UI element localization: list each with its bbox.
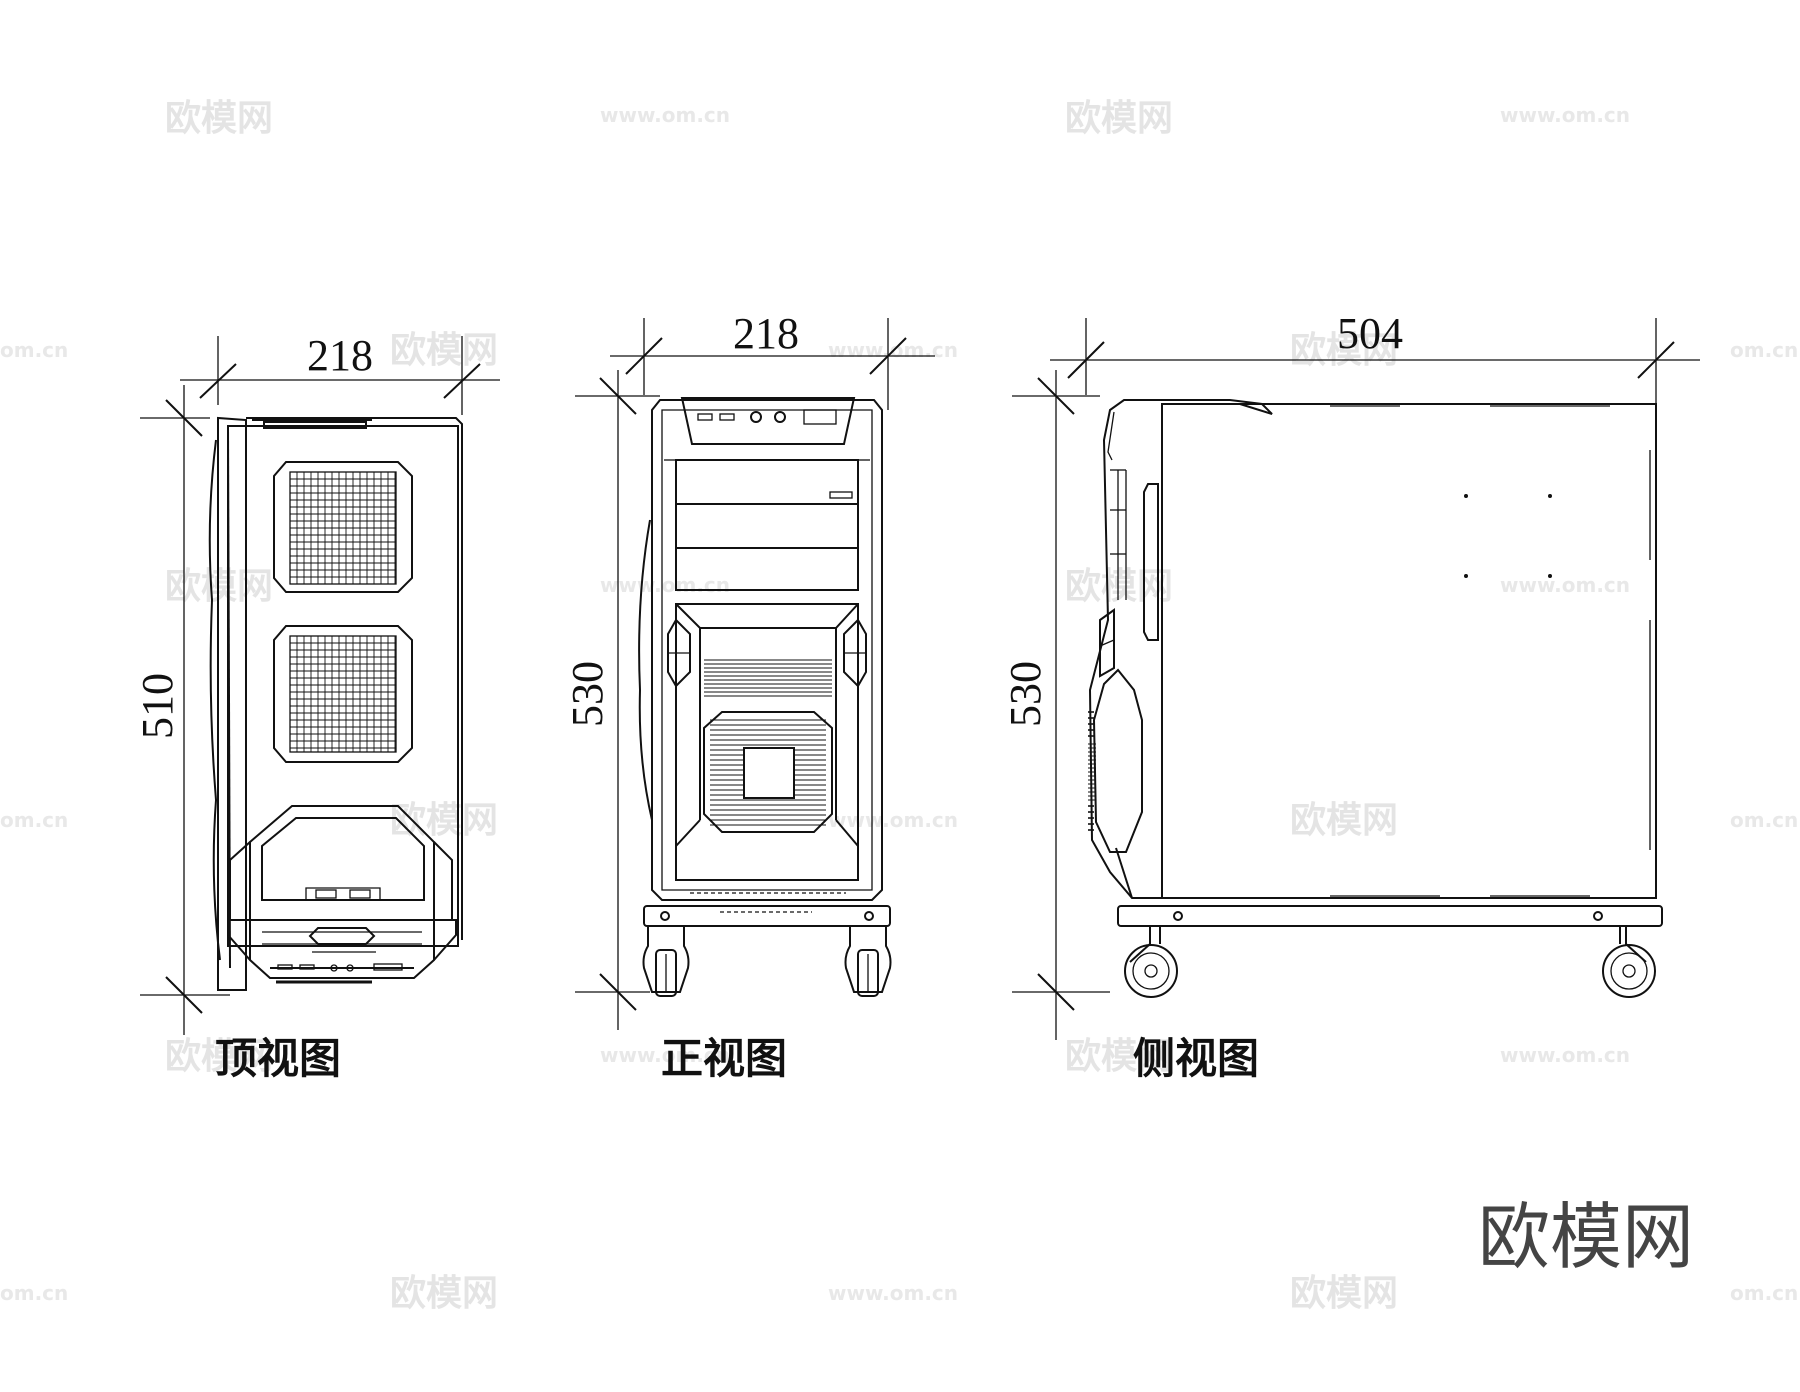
watermark-url-partial: om.cn (1730, 338, 1798, 362)
watermark-brand: 欧模网 (390, 800, 498, 841)
watermark-url: www.om.cn (1500, 1043, 1630, 1067)
top-view-dimensions (140, 336, 500, 1035)
usb-port-icon (719, 413, 735, 421)
watermark-url: www.om.cn (1500, 573, 1630, 597)
watermark-brand: 欧模网 (1065, 98, 1173, 139)
side-view: 504 530 (1001, 309, 1700, 1083)
front-view-case (638, 397, 883, 901)
top-view-caption: 顶视图 (215, 1034, 341, 1083)
side-view-caster-base (1117, 905, 1663, 927)
side-view-dimensions (1012, 318, 1700, 1040)
top-view-height-dimension: 510 (133, 673, 182, 739)
usb-port-icon (315, 889, 337, 899)
audio-jack-icon (750, 411, 762, 423)
watermark-brand: 欧模网 (1065, 566, 1173, 607)
screw-dot (1548, 494, 1552, 498)
watermark-brand: 欧模网 (1290, 800, 1398, 841)
watermark-url-partial: om.cn (0, 808, 68, 832)
watermark-url: www.om.cn (1500, 103, 1630, 127)
watermark-brand: 欧模网 (1065, 1036, 1173, 1077)
side-vent-slits (1088, 711, 1096, 831)
top-view-case-outline (208, 416, 463, 991)
screw-dot (1464, 494, 1468, 498)
side-view-width-dimension: 504 (1337, 309, 1403, 358)
watermark-layer: 欧模网 www.om.cn 欧模网 www.om.cn om.cn 欧模网 ww… (0, 98, 1798, 1314)
audio-jack-icon (774, 411, 786, 423)
side-view-case (1088, 399, 1657, 899)
fan-grill-mesh (289, 635, 396, 752)
watermark-brand: 欧模网 (390, 1273, 498, 1314)
watermark-brand: 欧模网 (165, 1036, 273, 1077)
screw-dot (1548, 574, 1552, 578)
side-caster-wheel-left (1124, 925, 1178, 998)
top-view: 218 510 (133, 331, 500, 1083)
side-view-height-dimension: 530 (1001, 661, 1050, 727)
watermark-url-partial: om.cn (0, 1281, 68, 1305)
drive-button (829, 491, 853, 499)
watermark-brand: 欧模网 (1290, 330, 1398, 371)
front-view-caption: 正视图 (661, 1034, 787, 1083)
watermark-brand: 欧模网 (1290, 1273, 1398, 1314)
front-view-dimensions (575, 318, 935, 1030)
front-caster-wheel-right (844, 925, 892, 997)
top-fan-grill-1 (273, 461, 413, 593)
watermark-url: www.om.cn (828, 1281, 958, 1305)
front-view-width-dimension: 218 (733, 309, 799, 358)
screw-dot (1464, 574, 1468, 578)
watermark-url-partial: om.cn (1730, 1281, 1798, 1305)
watermark-brand: 欧模网 (165, 98, 273, 139)
top-fan-grill-2 (273, 625, 413, 763)
front-caster-wheel-left (642, 925, 690, 997)
watermark-url-partial: om.cn (0, 338, 68, 362)
front-vent-slits (704, 659, 832, 697)
usb-port-icon (697, 413, 713, 421)
watermark-url: www.om.cn (600, 103, 730, 127)
top-view-width-dimension: 218 (307, 331, 373, 380)
fan-grill-mesh (289, 471, 396, 585)
front-view: 218 530 (563, 309, 935, 1083)
watermark-url: www.om.cn (600, 1043, 730, 1067)
watermark-url-partial: om.cn (1730, 808, 1798, 832)
display-window (803, 409, 837, 425)
brand-logo-text: 欧模网 (1478, 1195, 1694, 1279)
usb-port-icon (349, 889, 371, 899)
front-view-height-dimension: 530 (563, 661, 612, 727)
watermark-brand: 欧模网 (165, 566, 273, 607)
side-caster-wheel-right (1602, 926, 1656, 998)
watermark-url: www.om.cn (828, 808, 958, 832)
side-view-caption: 侧视图 (1133, 1034, 1259, 1083)
watermark-brand: 欧模网 (390, 330, 498, 371)
front-view-caster-base (643, 905, 891, 927)
watermark-url: www.om.cn (600, 573, 730, 597)
top-view-front-bezel (227, 805, 457, 984)
